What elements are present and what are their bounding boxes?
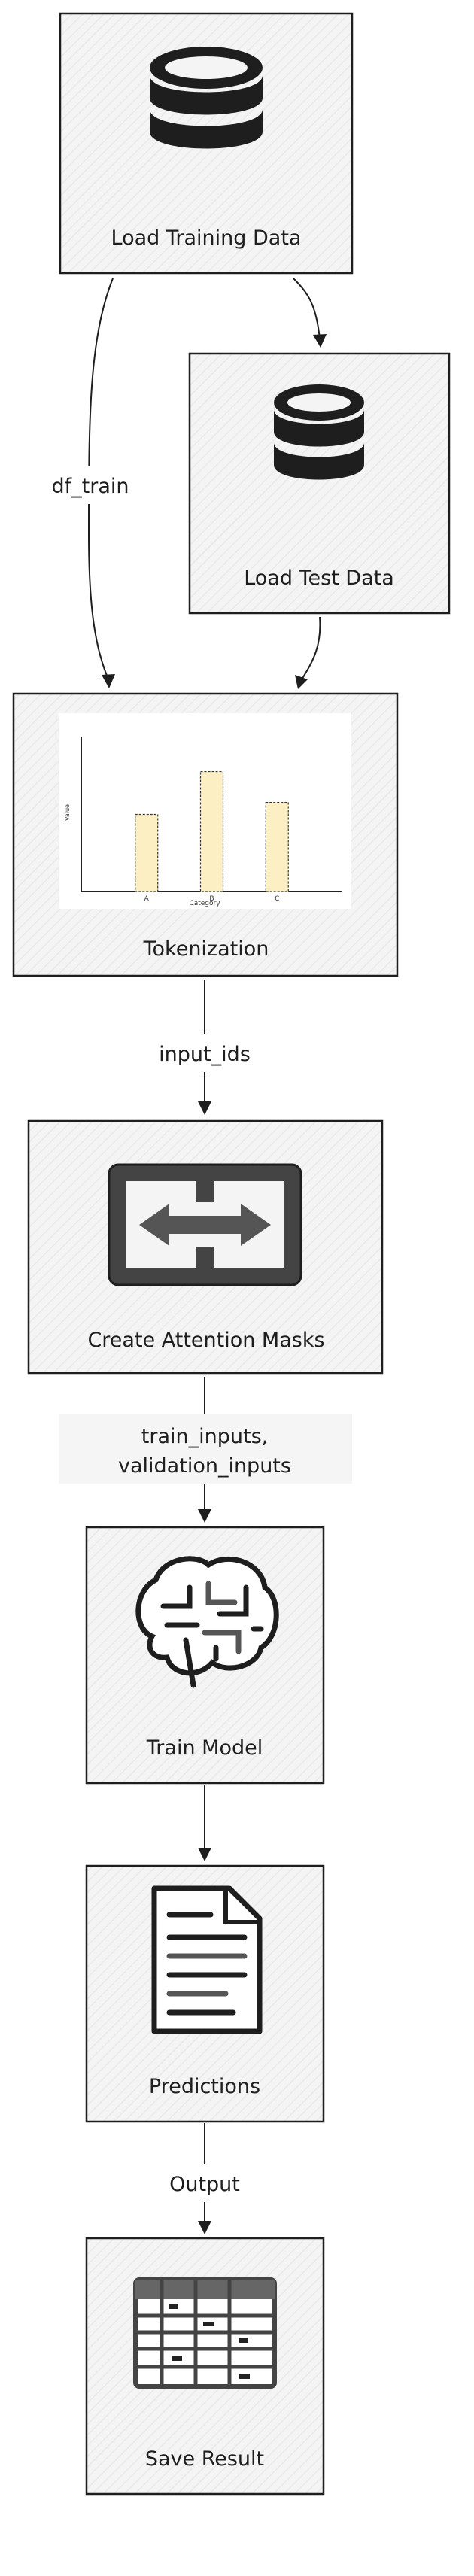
edge-load-training-to-load-test	[293, 278, 327, 348]
chart-tick-C: C	[275, 895, 279, 903]
node-load-test-data[interactable]: Load Test Data	[188, 352, 451, 615]
node-label-predictions: Predictions	[149, 2075, 260, 2098]
edge-predictions-to-save: Output	[150, 2123, 260, 2234]
node-train-model[interactable]: Train Model	[85, 1526, 325, 1785]
brain-circuit-icon	[135, 1556, 279, 1688]
chart-bar-A	[135, 813, 159, 892]
edge-label-output: Output	[169, 2173, 240, 2196]
node-label-attention-masks: Create Attention Masks	[87, 1329, 324, 1352]
edge-load-training-to-tokenization	[87, 278, 115, 688]
node-save-result[interactable]: Save Result	[85, 2237, 325, 2496]
node-tokenization[interactable]: A B C Value Category Tokenization	[12, 692, 399, 977]
bar-chart-thumbnail: A B C Value Category	[59, 713, 351, 909]
node-label-save-result: Save Result	[145, 2447, 264, 2471]
edge-load-test-to-tokenization	[295, 616, 321, 689]
database-icon	[150, 47, 263, 149]
node-label-train-model: Train Model	[146, 1736, 263, 1760]
node-label-load-test: Load Test Data	[244, 567, 394, 590]
edge-label-validation-inputs: validation_inputs	[118, 1454, 291, 1478]
swap-arrows-icon	[108, 1163, 302, 1286]
edge-label-df-train: df_train	[38, 466, 143, 504]
node-label-tokenization: Tokenization	[143, 937, 269, 961]
chart-bar-B	[199, 770, 224, 892]
node-label-load-training: Load Training Data	[111, 226, 302, 250]
node-create-attention-masks[interactable]: Create Attention Masks	[27, 1119, 384, 1375]
edge-label-input-ids: input_ids	[159, 1043, 251, 1066]
chart-tick-A: A	[144, 895, 150, 903]
edge-label-df-train-text: df_train	[52, 475, 129, 498]
document-icon	[151, 1885, 263, 2034]
chart-xlabel: Category	[189, 900, 220, 907]
node-predictions[interactable]: Predictions	[85, 1864, 325, 2123]
edge-tokenization-to-attention: input_ids	[143, 980, 271, 1115]
node-load-training-data[interactable]: Load Training Data	[59, 12, 354, 275]
chart-ylabel: Value	[64, 804, 71, 821]
database-icon	[274, 384, 364, 480]
chart-bar-C	[265, 801, 289, 892]
edge-label-train-inputs: train_inputs,	[141, 1425, 268, 1448]
edge-train-to-predictions	[198, 1785, 211, 1861]
spreadsheet-icon	[133, 2277, 277, 2389]
edge-attention-to-train: train_inputs, validation_inputs	[59, 1377, 352, 1523]
chart-tick-B: B	[209, 895, 214, 903]
